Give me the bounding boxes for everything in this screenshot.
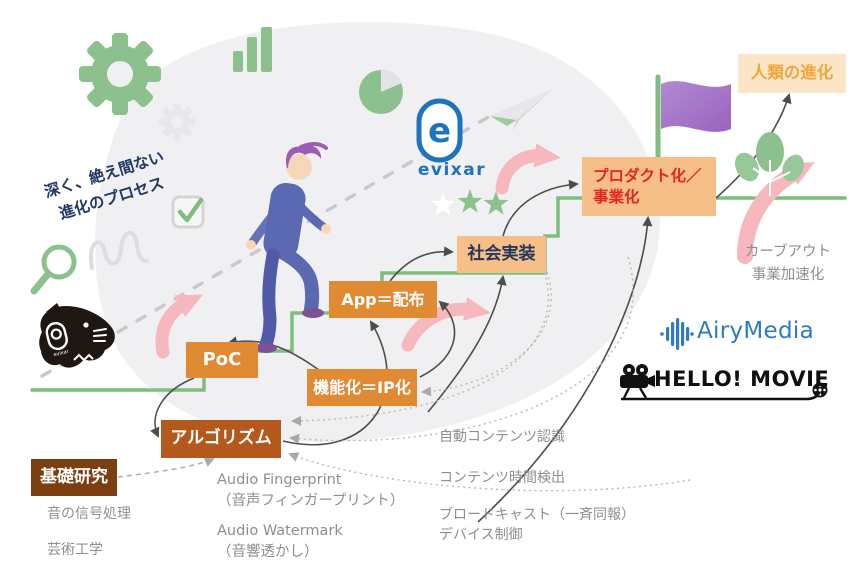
evixar-mascot-icon: evixar — [39, 303, 115, 368]
pink-arrow-3 — [495, 143, 561, 195]
pie-chart-icon — [359, 69, 403, 114]
airymedia-wordmark: AiryMedia — [697, 318, 814, 344]
stage-basic-research: 基礎研究 — [31, 459, 117, 496]
paper-plane-icon — [490, 88, 554, 131]
evixar-logo-icon: e — [416, 98, 463, 163]
note-broadcast-device-control: ブロードキャスト（一斉同報） デバイス制御 — [439, 507, 635, 544]
stage-functionalization: 機能化＝IP化 — [307, 369, 417, 406]
gear-icon — [79, 33, 161, 115]
sprout-icon — [735, 132, 804, 196]
stage-social-implementation: 社会実装 — [457, 236, 546, 273]
note-audio-watermark: Audio Watermark （音響透かし） — [217, 523, 343, 561]
note-sound-signal-processing: 音の信号処理 — [47, 506, 131, 522]
film-reel-icon — [812, 382, 828, 398]
stage-productization: プロダクト化／ 事業化 — [582, 157, 716, 216]
person-climbing-icon — [246, 142, 331, 353]
flow-arrows — [150, 93, 792, 523]
bar-chart-icon — [233, 27, 272, 72]
pink-arrow-1 — [155, 294, 203, 359]
mascot-wordmark: evixar — [53, 348, 70, 358]
hellomovie-underline — [621, 392, 821, 401]
note-art-engineering: 芸術工学 — [47, 542, 103, 558]
stage-app-distribution: App＝配布 — [329, 281, 437, 318]
film-projector-icon — [620, 364, 655, 399]
magnifier-icon — [30, 244, 77, 295]
hellomovie-wordmark: HELLO! MOVIE — [654, 367, 830, 391]
evixar-logo-letter: e — [428, 111, 451, 151]
note-content-time-detection: コンテンツ時間検出 — [439, 470, 565, 486]
soundwave-icon — [660, 318, 694, 350]
feedback-arrows — [117, 256, 691, 492]
note-auto-content-recognition: 自動コンテンツ認識 — [439, 429, 565, 445]
checkbox-icon — [171, 195, 205, 229]
squiggle-icon — [89, 230, 149, 270]
evixar-wordmark: evixar — [417, 160, 487, 180]
note-audio-fingerprint: Audio Fingerprint （音声フィンガープリント） — [217, 472, 405, 510]
stage-algorithm: アルゴリズム — [161, 420, 281, 458]
stage-poc: PoC — [186, 342, 258, 378]
gear-small-icon — [158, 103, 196, 141]
carveout-note: カーブアウト 事業加速化 — [744, 244, 832, 284]
stage-human-evolution: 人類の進化 — [738, 54, 846, 93]
